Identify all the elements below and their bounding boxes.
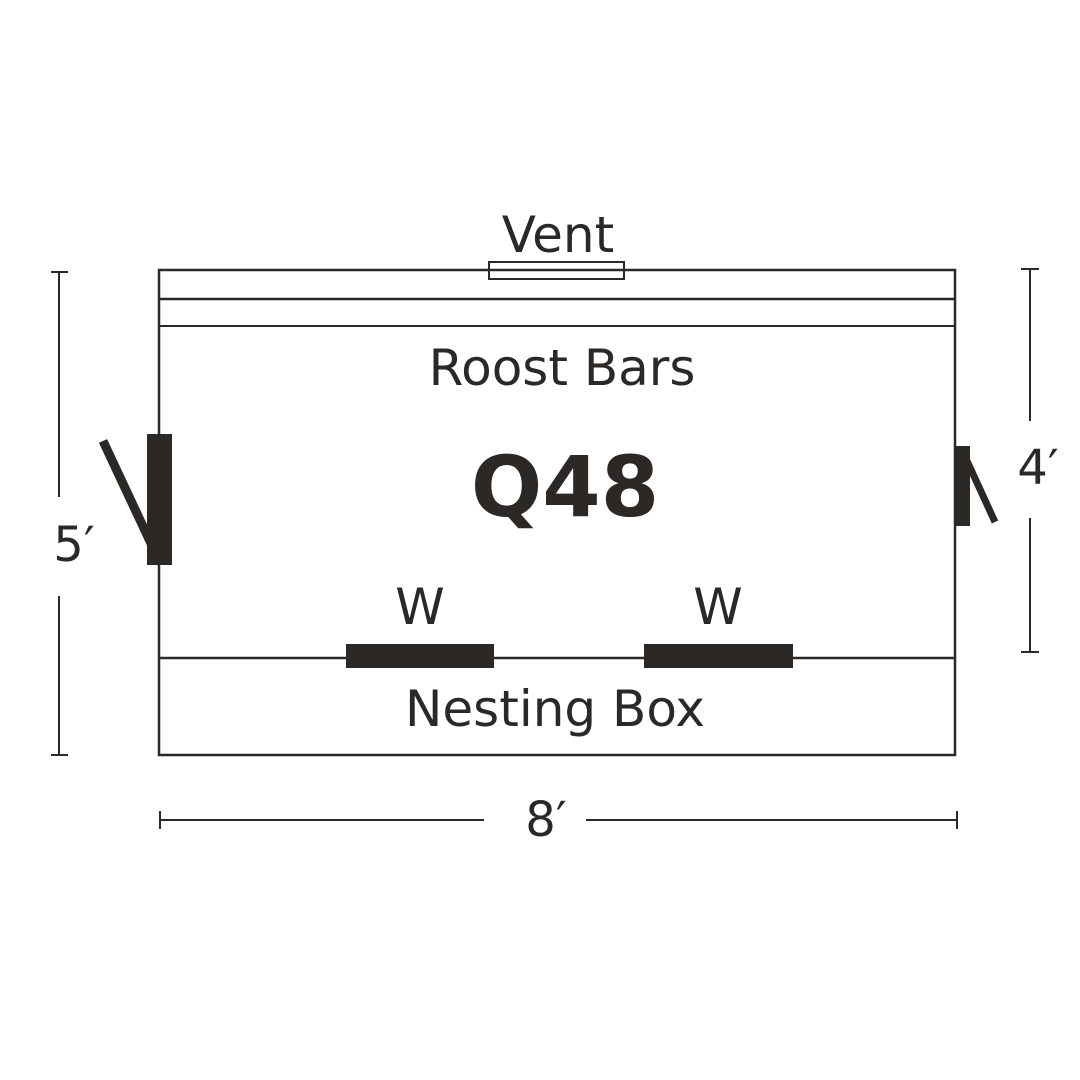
roost-bars-label: Roost Bars bbox=[429, 339, 696, 397]
window-right-label: W bbox=[693, 578, 742, 636]
width-label: 8′ bbox=[525, 792, 566, 848]
width-dimension bbox=[159, 811, 958, 829]
model-name: Q48 bbox=[471, 438, 659, 536]
right-height-dimension bbox=[1021, 268, 1039, 653]
nesting-box-label: Nesting Box bbox=[405, 680, 705, 738]
left-door-swing bbox=[98, 439, 160, 554]
window-left bbox=[346, 644, 494, 668]
vent-label: Vent bbox=[502, 206, 614, 264]
right-height-label: 4′ bbox=[1017, 440, 1058, 496]
left-height-dimension bbox=[51, 271, 68, 756]
left-height-label: 5′ bbox=[53, 517, 94, 573]
window-left-label: W bbox=[395, 578, 444, 636]
window-right bbox=[644, 644, 793, 668]
right-door-swing bbox=[958, 448, 999, 524]
vent-slot bbox=[488, 261, 625, 280]
